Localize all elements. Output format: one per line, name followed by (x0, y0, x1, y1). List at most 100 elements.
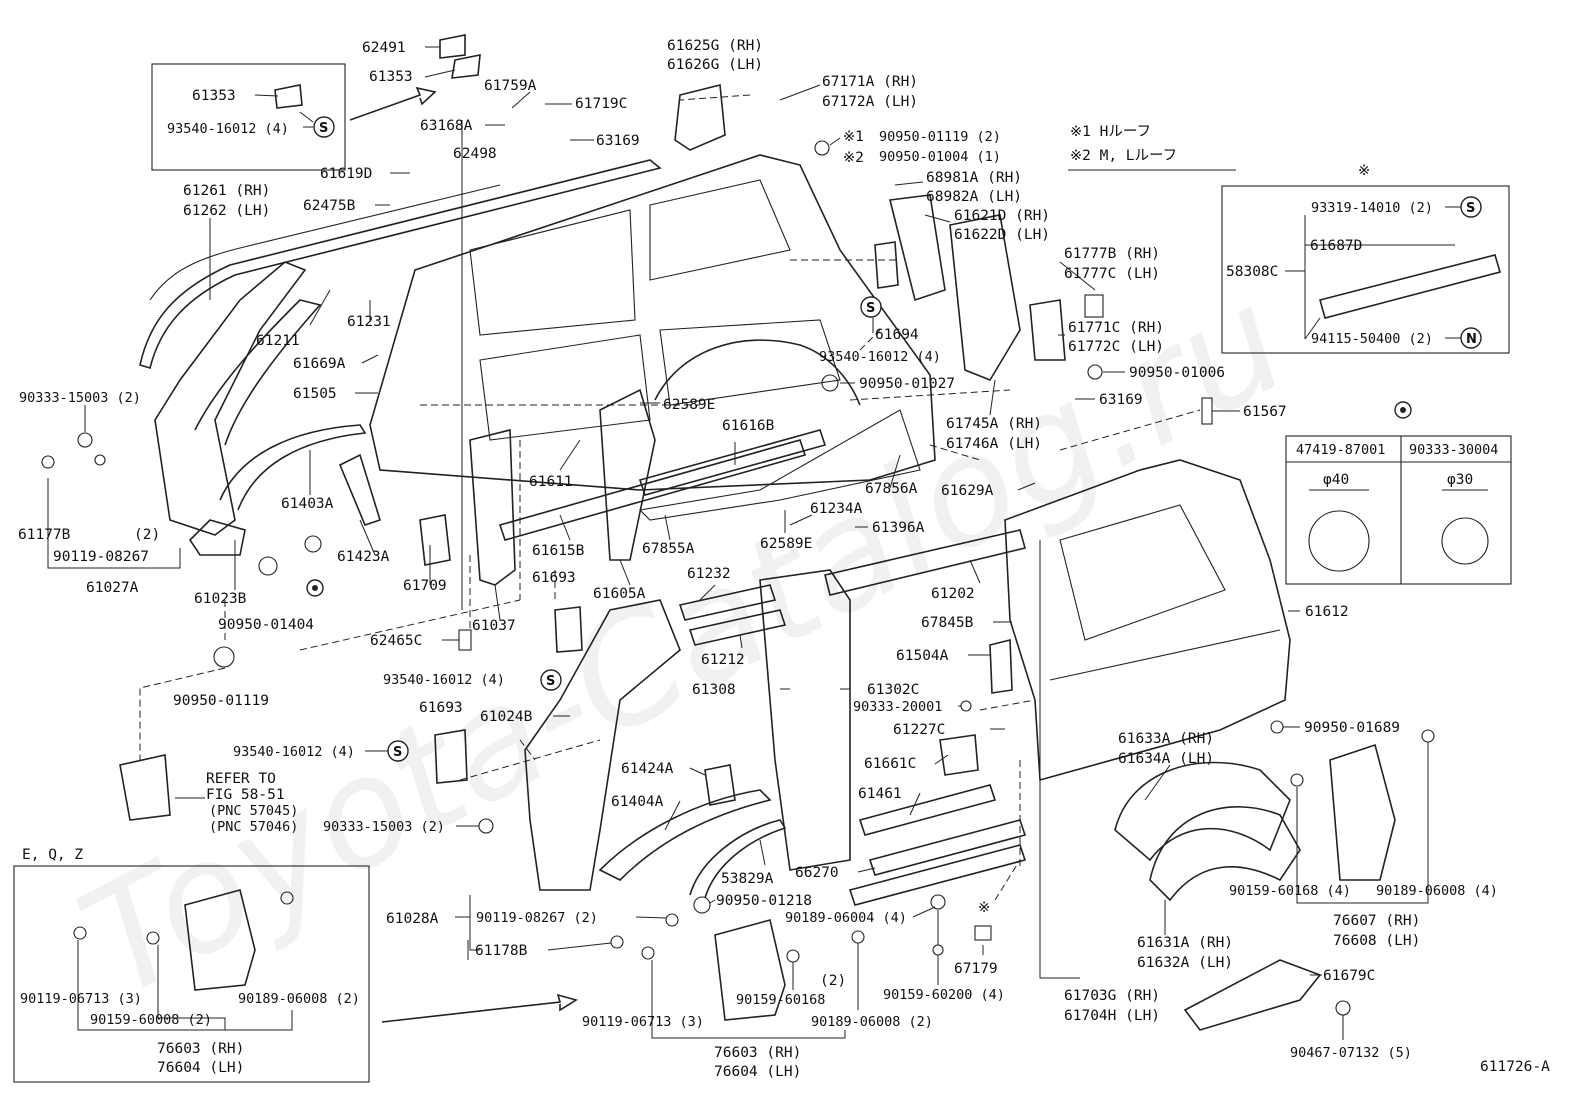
screw-90159-60168 (786, 949, 800, 963)
bracket-61771c-drawing (1029, 299, 1066, 361)
plug-90950-01119-top (814, 140, 830, 156)
label-61746a: 61746A (LH) (946, 436, 1042, 452)
rear-quarter-61612-drawing (1004, 459, 1291, 782)
label-90119-08267-lower: 90119-08267 (2) (476, 910, 598, 926)
centre-body-drawing (524, 569, 851, 899)
bolt-90119-08267 (94, 454, 106, 466)
label-67171a: 67171A (RH) (822, 74, 918, 90)
part-61694-drawing (874, 241, 899, 289)
label-61423a: 61423A (337, 549, 390, 565)
svg-text:S: S (546, 674, 555, 689)
box-58308c (1221, 185, 1510, 354)
label-61622d: 61622D (LH) (954, 227, 1050, 243)
label-61404a: 61404A (611, 794, 664, 810)
plug-side (304, 535, 322, 553)
label-61396a: 61396A (872, 520, 925, 536)
label-61704h: 61704H (LH) (1064, 1008, 1160, 1024)
label-61633a: 61633A (RH) (1118, 731, 1214, 747)
label-61634a: 61634A (LH) (1118, 751, 1214, 767)
label-2: (2) (134, 527, 160, 543)
label-90159-60168: 90159-60168 (736, 992, 825, 1008)
label-76608: 76608 (LH) (1333, 933, 1420, 949)
label-61619d: 61619D (320, 166, 372, 182)
label-76603-mid: 76603 (RH) (714, 1045, 801, 1061)
label-67845b: 67845B (921, 615, 974, 631)
plug-table-col1-part: 47419-87001 (1296, 442, 1385, 458)
legend-mark-rocker: ※ (978, 900, 990, 916)
label-61621d: 61621D (RH) (954, 208, 1050, 224)
label-93540-16012-lower: 93540-16012 (4) (383, 672, 505, 688)
cap-61353-box-drawing (274, 84, 303, 109)
part-61177b (41, 455, 55, 469)
n-symbol: N (1460, 327, 1482, 349)
bolt-90119-08267-lower (665, 913, 679, 927)
screw-90159-60200 (932, 944, 944, 956)
plug-90333-20001 (960, 700, 972, 712)
figure-id: 611726-A (1480, 1059, 1550, 1075)
part-61709-drawing (419, 514, 451, 566)
side-panel-61611-drawing (369, 154, 936, 491)
plug-90950-01689 (1270, 720, 1284, 734)
cap-61353-drawing (451, 54, 481, 79)
label-62589e-lower: 62589E (760, 536, 812, 552)
s-symbol: S (860, 296, 882, 318)
label-90333-20001: 90333-20001 (853, 699, 942, 715)
refer-line4: (PNC 57046) (209, 819, 298, 835)
label-90189-06008-mid: 90189-06008 (2) (811, 1014, 933, 1030)
label-note1-mark: ※1 (843, 129, 864, 145)
label-61424a: 61424A (621, 761, 674, 777)
refer-line1: REFER TO (206, 771, 276, 787)
label-61669a: 61669A (293, 356, 346, 372)
screw-90467-07132 (1335, 1000, 1351, 1016)
wheel-liner-drawing (1114, 761, 1301, 902)
part-labels: 62491 61353 61353 93540-16012 (4) 61759A… (18, 38, 1498, 1080)
legend-mark-box: ※ (1358, 163, 1370, 179)
svg-text:S: S (1466, 201, 1475, 216)
s-symbol: S (1460, 196, 1482, 218)
screw-90119-06713 (641, 946, 655, 960)
part-67179 (974, 925, 992, 941)
label-93319-14010: 93319-14010 (2) (1311, 200, 1433, 216)
leader-lines (84, 46, 1461, 1040)
clip-90189-06008 (851, 930, 865, 944)
bracket-61745a-drawing (949, 214, 1021, 381)
label-61024b: 61024B (480, 709, 533, 725)
label-61745a: 61745A (RH) (946, 416, 1042, 432)
label-68982a: 68982A (LH) (926, 189, 1022, 205)
refer-line3: (PNC 57045) (209, 803, 298, 819)
bracket-61423a-drawing (338, 453, 381, 526)
label-61772c: 61772C (LH) (1068, 339, 1164, 355)
label-90189-06008-eqz: 90189-06008 (2) (238, 991, 360, 1007)
label-61693-upper: 61693 (532, 570, 576, 586)
clip-90189-06008-r (1421, 729, 1435, 743)
label-61625g: 61625G (RH) (667, 38, 763, 54)
label-61679c: 61679C (1323, 968, 1375, 984)
label-62475b: 62475B (303, 198, 356, 214)
label-90189-06004: 90189-06004 (4) (785, 910, 907, 926)
label-61302c: 61302C (867, 682, 919, 698)
label-90950-01119-2: 90950-01119 (2) (879, 129, 1001, 145)
label-58308c: 58308C (1226, 264, 1278, 280)
legend-note2: ※2 M, Lルーフ (1070, 148, 1177, 164)
label-61631a: 61631A (RH) (1137, 935, 1233, 951)
part-61504a-drawing (989, 638, 1013, 694)
part-61693-upper-drawing (554, 606, 583, 653)
label-90950-01006: 90950-01006 (1129, 365, 1225, 381)
label-61605a: 61605A (593, 586, 646, 602)
rail-61202-drawing (824, 529, 1026, 596)
label-61211: 61211 (256, 333, 300, 349)
label-63169-right: 63169 (1099, 392, 1143, 408)
legend-note1: ※1 Hルーフ (1070, 124, 1151, 140)
label-61616b: 61616B (722, 418, 775, 434)
mudflap-eqz-drawing (184, 889, 256, 991)
part-61424a-drawing (704, 764, 736, 806)
label-93540-16012-left: 93540-16012 (4) (233, 744, 355, 760)
label-note2-mark: ※2 (843, 150, 864, 166)
label-61567: 61567 (1243, 404, 1287, 420)
label-76603-eqz: 76603 (RH) (157, 1041, 244, 1057)
label-61231: 61231 (347, 314, 391, 330)
label-61461: 61461 (858, 786, 902, 802)
hole-plug-symbol (1394, 401, 1412, 419)
